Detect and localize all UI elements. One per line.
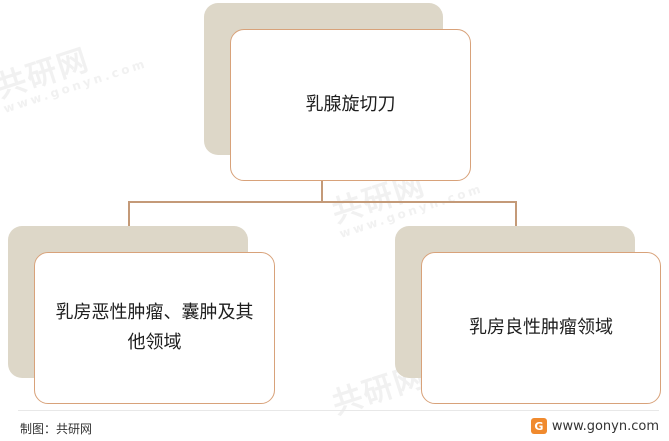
left-node-label: 乳房恶性肿瘤、囊肿及其他领域 [55,302,254,353]
watermark-url: www.gonyn.com [1,56,149,116]
left-node: 乳房恶性肿瘤、囊肿及其他领域 [34,252,275,404]
right-node-label: 乳房良性肿瘤领域 [469,317,613,338]
footer-credit: 制图：共研网 [20,422,93,436]
connector-root-down [321,180,323,202]
gonyn-logo-icon: G [530,418,547,434]
footer-website: www.gonyn.com [551,418,659,434]
connector-left-down [128,201,130,226]
root-node-label: 乳腺旋切刀 [305,94,396,115]
connector-horizontal [128,201,516,203]
footer-brand: G www.gonyn.com [530,418,659,434]
watermark-brand: 共研网 [0,42,94,106]
right-node: 乳房良性肿瘤领域 [421,252,661,404]
footer-divider [18,410,659,411]
connector-right-down [515,201,517,226]
root-node: 乳腺旋切刀 [230,29,471,181]
watermark: 共研网 www.gonyn.com [0,18,149,116]
